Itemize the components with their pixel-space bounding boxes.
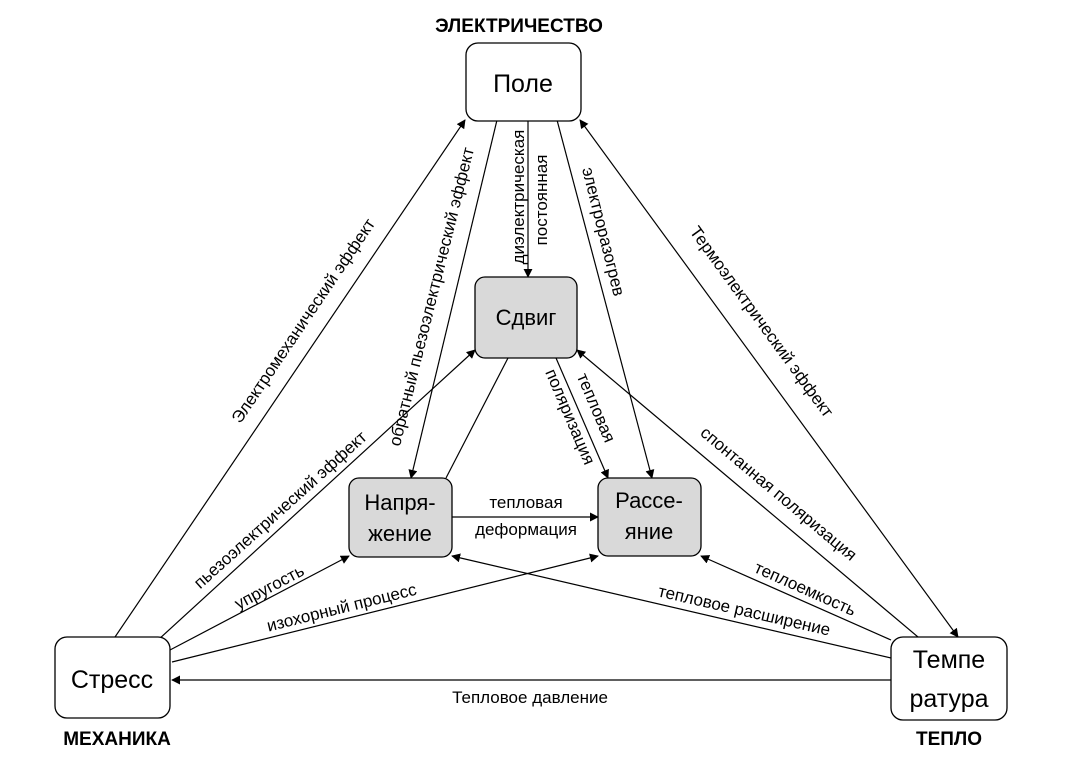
node-entropy-line1: Рассе- bbox=[615, 488, 683, 513]
node-entropy-box bbox=[597, 477, 702, 557]
edge-heat-capacity bbox=[700, 555, 892, 641]
node-temperature-line1: Темпе bbox=[913, 646, 985, 674]
label-electromechanical: Электромеханический эффект bbox=[228, 215, 379, 427]
label-electrocaloric: электроразогрев bbox=[578, 165, 628, 298]
node-entropy-line2: яние bbox=[625, 519, 674, 544]
edge-inverse-piezo bbox=[408, 119, 498, 479]
domain-mechanics: МЕХАНИКА bbox=[63, 729, 171, 750]
edge-elasticity bbox=[169, 555, 350, 651]
node-strain-line1: Напря- bbox=[364, 490, 435, 515]
node-stress-box bbox=[54, 636, 171, 719]
edge-electrocaloric bbox=[556, 119, 655, 479]
node-strain-box bbox=[348, 477, 453, 558]
label-spontaneous-polarization: спонтанная поляризация bbox=[697, 423, 861, 565]
label-thermoelectric: Термоэлектрический эффект bbox=[686, 223, 837, 421]
edge-isochoric bbox=[171, 553, 599, 663]
node-stress: Стресс bbox=[71, 666, 153, 694]
node-displacement: Сдвиг bbox=[496, 305, 557, 330]
label-inverse-piezo: обратный пьезоэлектрический эффект bbox=[385, 145, 478, 448]
node-strain-line2: жение bbox=[368, 521, 432, 546]
label-thermal-pressure: Тепловое давление bbox=[452, 688, 608, 707]
edge-pyroelectric bbox=[555, 357, 609, 479]
label-thermal-deformation-line2: деформация bbox=[475, 520, 577, 539]
edge-thermoelectric bbox=[579, 119, 959, 638]
domain-electricity: ЭЛЕКТРИЧЕСТВО bbox=[435, 16, 603, 37]
edge-piezoelectric bbox=[157, 349, 476, 641]
label-dielectric-line2: постоянная bbox=[532, 155, 551, 246]
node-displacement-box bbox=[474, 276, 578, 359]
edge-electromechanical bbox=[114, 119, 466, 638]
label-elasticity: упругость bbox=[231, 561, 307, 613]
edge-thermal-expansion bbox=[451, 553, 892, 659]
edge-displacement-strain bbox=[445, 357, 509, 479]
domain-heat: ТЕПЛО bbox=[916, 729, 982, 750]
label-thermal-deformation-line1: тепловая bbox=[489, 493, 562, 512]
node-field: Поле bbox=[493, 70, 553, 98]
node-temperature-box bbox=[890, 636, 1008, 721]
label-dielectric-line1: диэлектрическая bbox=[509, 130, 528, 265]
node-temperature-line2: ратура bbox=[909, 685, 988, 713]
node-field-box bbox=[465, 42, 582, 122]
edge-spontaneous-polarization bbox=[576, 349, 919, 638]
label-piezoelectric: пьезоэлектрический эффект bbox=[190, 427, 371, 592]
